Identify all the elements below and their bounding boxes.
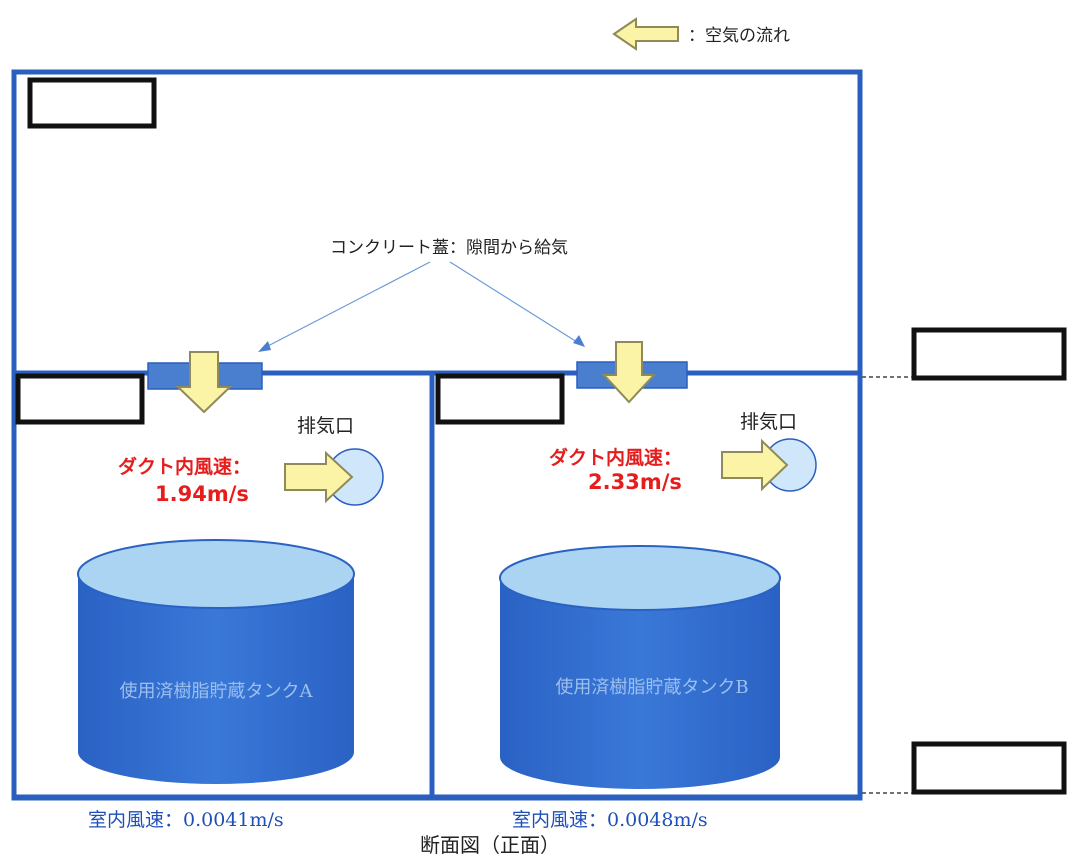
room-speed: 室内風速：0.0041m/s xyxy=(88,809,284,831)
pointer-line xyxy=(449,261,578,343)
duct-speed-label: ダクト内風速： xyxy=(549,446,682,469)
room-a: 排気口 ダクト内風速： 1.94m/s 使用済樹脂貯蔵タンクA 室内風速：0.0… xyxy=(77,415,384,831)
redacted-box xyxy=(27,77,157,129)
lid-label: コンクリート蓋：隙間から給気 xyxy=(330,238,568,258)
duct-speed-label: ダクト内風速： xyxy=(118,455,251,478)
redacted-box xyxy=(435,373,565,425)
duct-a xyxy=(147,351,263,414)
pointer-arrowhead xyxy=(573,335,585,347)
right-arrow-icon xyxy=(284,450,354,504)
caption: 断面図（正面） xyxy=(420,833,560,857)
pointer-line xyxy=(265,261,431,348)
tank-a: 使用済樹脂貯蔵タンクA xyxy=(77,539,355,784)
down-arrow-icon xyxy=(601,341,657,404)
redacted-box xyxy=(15,373,145,425)
tank-label: 使用済樹脂貯蔵タンクA xyxy=(120,681,314,702)
building-frame xyxy=(11,69,863,801)
room-speed: 室内風速：0.0048m/s xyxy=(512,809,708,831)
duct-speed-value: 1.94m/s xyxy=(155,482,249,506)
exhaust-label: 排気口 xyxy=(297,415,354,437)
room-b: 排気口 ダクト内風速： 2.33m/s 使用済樹脂貯蔵タンクB 室内風速：0.0… xyxy=(499,411,817,831)
down-arrow-icon xyxy=(175,351,233,414)
legend-label: ：空気の流れ xyxy=(688,26,790,46)
tank-b: 使用済樹脂貯蔵タンクB xyxy=(499,545,781,789)
pointer-arrowhead xyxy=(258,341,271,352)
exhaust-label: 排気口 xyxy=(740,411,797,433)
legend: ：空気の流れ xyxy=(612,17,790,51)
duct-speed-value: 2.33m/s xyxy=(588,470,682,494)
redacted-box xyxy=(911,327,1067,381)
left-arrow-icon xyxy=(612,17,679,51)
redacted-box xyxy=(911,741,1067,795)
duct-b xyxy=(576,341,688,404)
right-arrow-icon xyxy=(721,438,789,492)
tank-label: 使用済樹脂貯蔵タンクB xyxy=(555,677,748,698)
